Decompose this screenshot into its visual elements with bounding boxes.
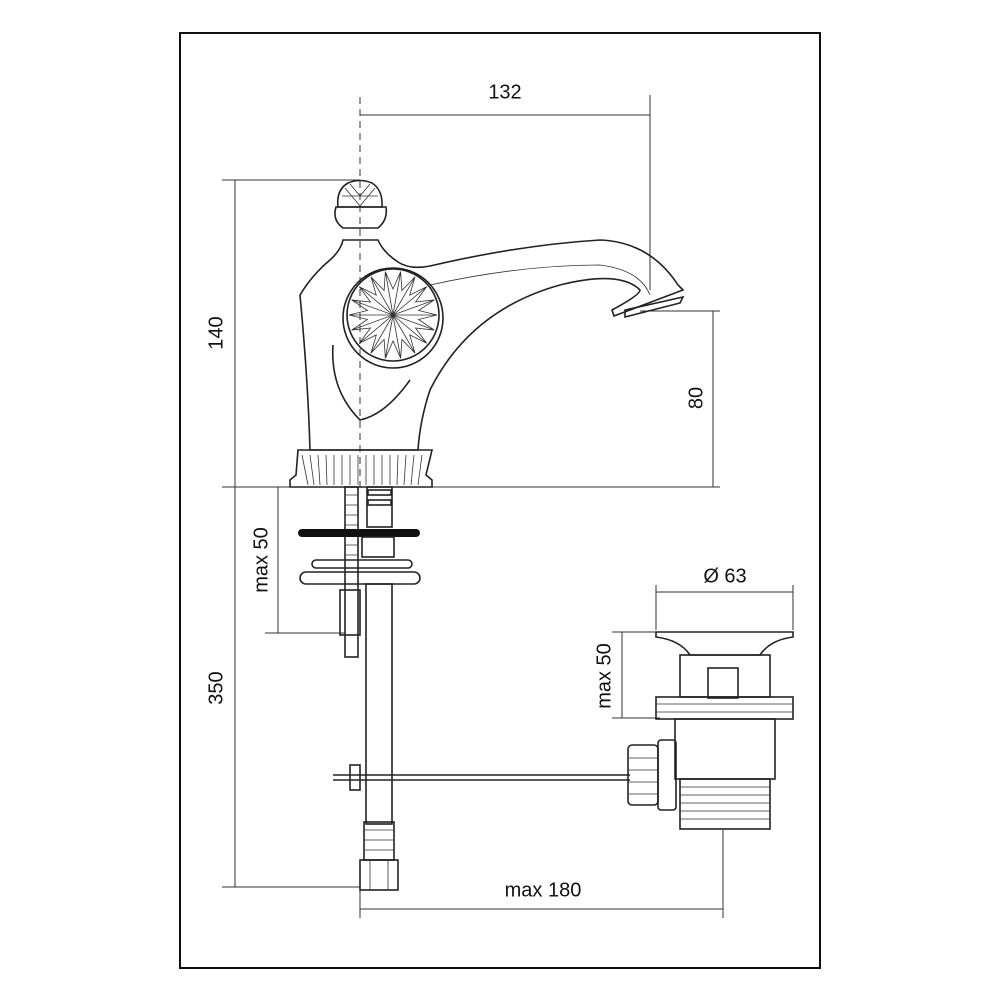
crystal-facet — [384, 271, 402, 316]
crystal-facet — [392, 314, 435, 344]
dimension-label-spout-reach: 132 — [488, 81, 522, 104]
crystal-handle — [342, 267, 444, 369]
mounting-assembly — [298, 486, 630, 891]
crystal-facet — [384, 314, 402, 359]
crystal-facet — [393, 314, 438, 331]
crystal-facet — [392, 276, 427, 316]
drain-assembly — [627, 631, 794, 830]
crystal-facet — [392, 314, 427, 354]
crystal-facet — [392, 271, 416, 316]
crystal-facet — [370, 271, 394, 316]
crystal-facet — [392, 286, 435, 316]
dimension-label-max-drain-distance: max 180 — [504, 879, 582, 902]
dimension-label-drain-diameter: Ø 63 — [703, 565, 747, 588]
crystal-facet — [348, 314, 394, 331]
drawing-frame — [179, 32, 821, 969]
faucet-body — [289, 179, 685, 488]
dimension-lines — [222, 95, 794, 918]
dimension-label-total-height: 140 — [205, 316, 228, 350]
dimension-label-hose-length: 350 — [205, 671, 228, 705]
crystal-facet — [392, 314, 416, 359]
dimension-label-max-deck-drain: max 50 — [593, 643, 616, 709]
crystal-facet — [370, 314, 394, 359]
crystal-facet — [392, 299, 438, 316]
crystal-facet — [351, 314, 394, 344]
crystal-facet — [359, 314, 394, 354]
dimension-label-max-deck-tap: max 50 — [250, 527, 273, 593]
crystal-facet — [348, 299, 393, 316]
sealing-washer — [298, 529, 420, 537]
crystal-facet — [351, 286, 394, 316]
dimension-label-spout-height: 80 — [685, 386, 708, 410]
crystal-facet — [359, 276, 394, 316]
